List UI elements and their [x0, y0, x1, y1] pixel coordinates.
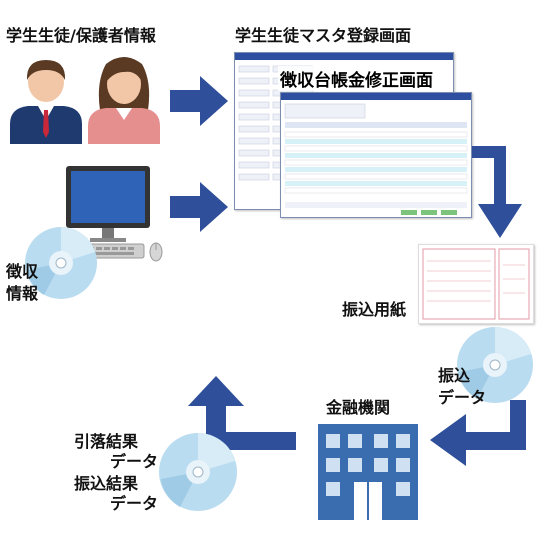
female-user-icon	[88, 57, 160, 144]
computer-icon	[66, 166, 163, 262]
transfer-data-label-1: 振込	[438, 366, 471, 385]
transfer-data-label-2: データ	[438, 388, 487, 407]
cd-disc-icon	[457, 327, 533, 403]
ledger-screen-thumbnail	[280, 92, 472, 218]
master-screen-label: 学生生徒マスタ登録画面	[235, 26, 412, 45]
transfer-form-image	[418, 244, 534, 324]
collection-info-label-2: 情報	[6, 284, 39, 303]
male-user-icon	[10, 60, 82, 144]
transfer-result-label-2: データ	[110, 494, 159, 513]
student-info-label: 学生生徒/保護者情報	[6, 26, 156, 45]
ledger-screen-label: 徴収台帳金修正画面	[278, 66, 435, 91]
debit-result-label-2: データ	[110, 452, 159, 471]
transfer-form-label: 振込用紙	[342, 300, 407, 319]
arrow-icon	[188, 376, 296, 450]
arrow-icon	[170, 182, 228, 232]
cd-disc-icon	[159, 433, 237, 511]
arrow-icon	[170, 76, 228, 126]
arrow-icon	[430, 400, 526, 466]
debit-result-label-1: 引落結果	[74, 432, 139, 451]
transfer-result-label-1: 振込結果	[74, 474, 139, 493]
arrow-icon	[472, 146, 522, 238]
building-icon	[318, 424, 418, 520]
cd-disc-icon	[25, 227, 97, 299]
bank-label: 金融機関	[326, 398, 391, 417]
collection-info-label-1: 徴収	[6, 262, 39, 281]
